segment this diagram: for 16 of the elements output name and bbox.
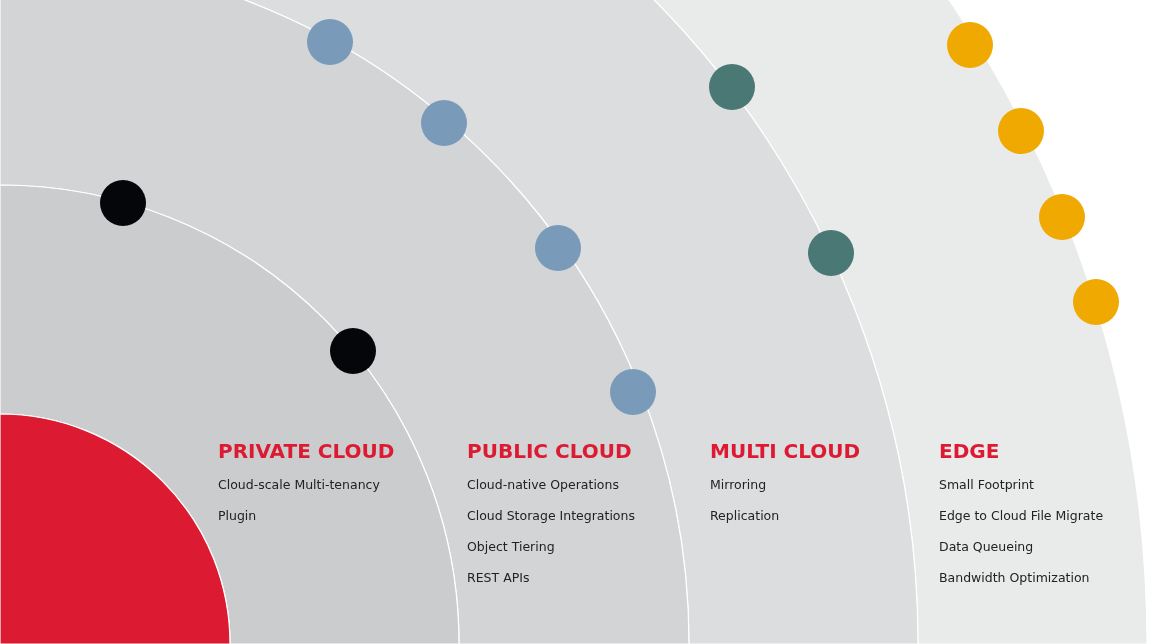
feature-item: Edge to Cloud File Migrate [939,508,1104,524]
feature-item: Small Footprint [939,477,1034,493]
feature-item: Mirroring [710,477,767,493]
section-heading: EDGE [939,439,1000,463]
feature-item: Data Queueing [939,539,1034,555]
feature-item: Cloud-native Operations [467,477,619,493]
feature-item: Cloud Storage Integrations [467,508,635,524]
feature-item: REST APIs [467,570,530,586]
section-heading: PRIVATE CLOUD [218,439,395,463]
feature-item: Plugin [218,508,257,524]
feature-item: Object Tiering [467,539,555,555]
feature-item: Bandwidth Optimization [939,570,1090,586]
feature-item: Replication [710,508,780,524]
feature-item: Cloud-scale Multi-tenancy [218,477,380,493]
section-heading: MULTI CLOUD [710,439,861,463]
section-heading: PUBLIC CLOUD [467,439,632,463]
